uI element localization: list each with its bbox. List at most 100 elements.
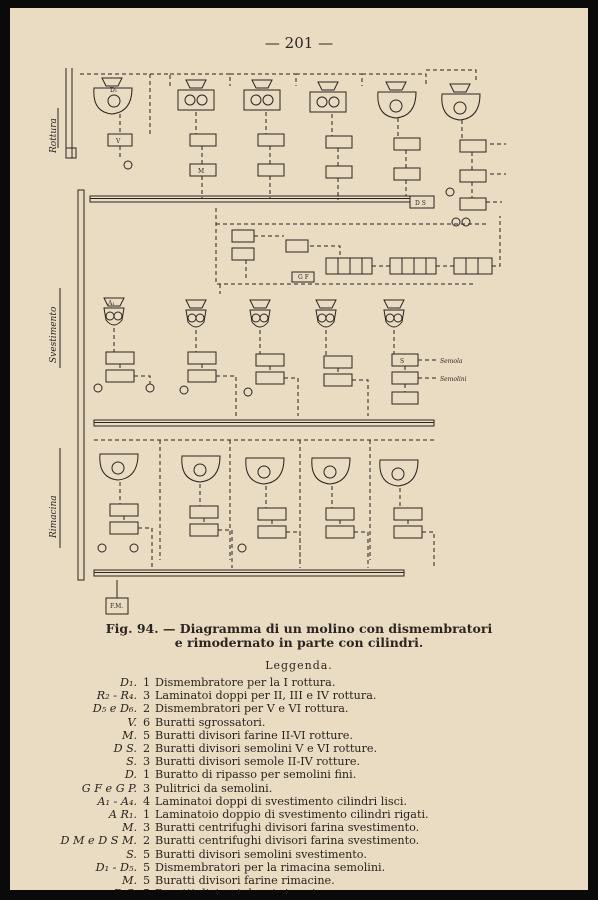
legend-row: S. 5 Buratti divisori semolini svestimento… [10,848,570,861]
legend-count: 2 [143,834,151,848]
legend-code: G F e G P. [81,781,137,795]
legend-code: A₁ - A₄. [97,794,137,808]
legend-count: 3 [143,689,151,703]
side-rack [57,68,129,615]
legend-code: S. [126,755,137,769]
legend-desc-text: Buratti divisori farine II-VI rotture. [155,728,353,742]
legend-code: D S. [10,887,143,890]
legend-code: D₁ - D₅. [95,860,137,874]
legend-code: D S. [113,742,137,756]
figure-caption: Fig. 94. — Diagramma di un molino con di… [10,622,588,650]
label-m: M [198,168,204,175]
label-semolini: Semolini [440,376,467,383]
legend-desc-tail: rimacine. [280,887,333,890]
label-fm: F.M. [110,603,123,610]
legend-title: Leggenda. [265,659,333,672]
legend-desc-text: Buratti sgrossatori. [155,715,266,729]
label-s: S [400,358,404,365]
legend-count: 6 [143,715,151,729]
legend-desc: Buratti divisori semolini svestimento. [155,848,367,861]
legend-count: 5 [143,847,151,861]
legend-desc: Laminatoi doppi per II, III e IV rottura… [155,689,376,702]
legend-count: 5 [143,728,151,742]
legend-desc: Buratto di ripasso per semolini fini. [155,768,356,781]
legend-count: 2 [143,702,151,716]
legend-count: 2 [143,742,151,756]
legend-code: S. [126,847,137,861]
legend-desc-text: Dismembratori per V e VI rottura. [155,702,349,716]
legend-row: D M e D S M. 2 Buratti centrifughi divisor… [10,834,570,847]
legend-desc-text: Dismembratori per la rimacina semolini. [155,860,386,874]
legend-count: 1 [143,808,151,822]
legend-desc-text: Dismembratore per la I rottura. [155,676,336,689]
legend-desc: Laminatoio doppio di svestimento cilindr… [155,808,429,821]
legend-desc-text: Buratti divisori semolini V e VI rotture… [155,742,378,756]
page-number: — 201 — [264,34,334,52]
legend-count: 5 [143,860,151,874]
legend-code: V. [127,715,137,729]
legend-code: D₁. [119,676,137,689]
legend-desc: Buratti divisori farine II-VI rotture. [155,729,353,742]
legend-count: 3 [143,781,151,795]
legend-desc-text: Buratti divisori [155,887,241,890]
legend-row: D₅ e D₆. 2 Dismembratori per V e VI rottur… [10,702,570,715]
legend-desc-text: Buratti centrifughi divisori farina sves… [155,834,420,848]
legend-row: D S. 2 Buratti divisori semolini V e VI ro… [10,742,570,755]
side-label-rottura: Rottura [49,118,59,154]
legend-desc-text: Laminatoi doppi per II, III e IV rottura… [155,689,377,703]
legend-row: D₁. 1 Dismembratore per la I rottura. [10,676,570,689]
legend-desc-text: Laminatoi doppi di svestimento cilindri … [155,794,408,808]
mill-diagram: Rottura Svestimento Rimacina D₁ V M D S … [49,68,506,615]
legend-row: V. 6 Buratti sgrossatori. [10,716,570,729]
legend-row: R₂ - R₄. 3 Laminatoi doppi per II, III e I… [10,689,570,702]
side-label-svestimento: Svestimento [49,306,59,363]
legend-code: D₅ e D₆. [92,702,137,716]
conveyor-bands [77,189,435,581]
legend-count: 1 [143,676,151,689]
caption-line-2: e rimodernato in parte con cilindri. [174,635,424,650]
legend-desc-text: Buratto di ripasso per semolini fini. [155,768,357,782]
legend-desc: Buratti divisori dunst rimacine. [155,887,333,890]
legend-desc-text: Buratti centrifughi divisori farina sves… [155,821,420,835]
legend-desc-text: Buratti divisori semolini svestimento. [155,847,367,861]
legend-code: M. [121,874,137,888]
legend-code: A R₁. [108,808,137,822]
legend-row: A₁ - A₄. 4 Laminatoi doppi di svestimento … [10,795,570,808]
legend-row: D₁ - D₅. 5 Dismembratori per la rimacina s… [10,861,570,874]
legend-desc-text: Laminatoio doppio di svestimento cilindr… [155,808,429,822]
legend-desc: Buratti divisori semole II-IV rotture. [155,755,360,768]
legend-count: 5 [143,874,151,888]
legend-code: D. [124,768,137,782]
legend-count: 1 [143,768,151,782]
legend-code: D M e D S M. [60,834,137,848]
legend-code: R₂ - R₄. [96,689,137,703]
legend-desc: Buratti centrifughi divisori farina sves… [155,834,419,847]
label-v: V [115,138,121,145]
legend-row: M. 5 Buratti divisori farine II-VI rotture… [10,729,570,742]
label-ds: D S [415,200,426,207]
svestimento-machines [93,297,438,416]
legend-row: M. 5 Buratti divisori farine rimacine. [10,874,570,887]
legend-desc: Dismembratori per la rimacina semolini. [155,861,385,874]
label-a1: A₁ [107,300,115,307]
legend-row: A R₁. 1 Laminatoio doppio di svestimento c… [10,808,570,821]
legend-desc-text: Pulitrici da semolini. [155,781,273,795]
legend-desc: Buratti divisori farine rimacine. [155,874,335,887]
middle-sifters [215,208,501,294]
legend-row: G F e G P. 3 Pulitrici da semolini. [10,782,570,795]
legend-code: M. [121,728,137,742]
side-label-rimacina: Rimacina [49,495,59,539]
legend-desc: Buratti sgrossatori. [155,716,265,729]
label-gf: G F [298,274,309,281]
legend-desc-text: Buratti divisori semole II-IV rotture. [155,755,361,769]
legend-row: D. 1 Buratto di ripasso per semolini fini. [10,768,570,781]
legend-desc: Dismembratore per la I rottura. [155,676,335,689]
legend-desc: Pulitrici da semolini. [155,782,272,795]
caption-line-1: Fig. 94. — Diagramma di un molino con di… [105,621,493,636]
rottura-pipes [80,69,506,203]
legend-count: 4 [143,794,151,808]
